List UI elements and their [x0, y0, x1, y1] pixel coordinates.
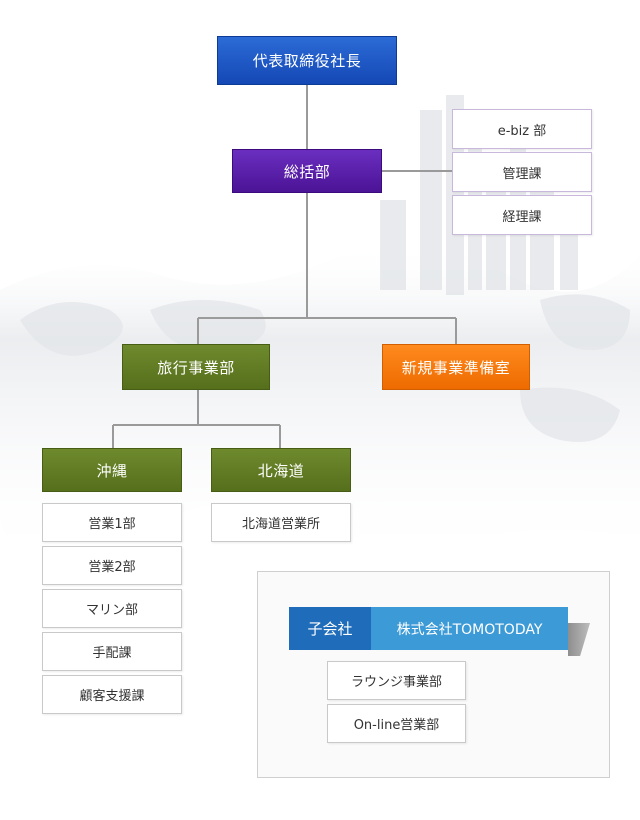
subsidiary-name: 株式会社TOMOTODAY	[396, 621, 543, 638]
okinawa-branch-label: 沖縄	[96, 461, 128, 480]
okinawa-subunit: 手配課	[42, 632, 182, 671]
travel-division-label: 旅行事業部	[157, 358, 235, 377]
subunit-label: 経理課	[502, 209, 542, 225]
general-affairs-subunit: 経理課	[452, 195, 592, 235]
subsidiary-subunit: ラウンジ事業部	[327, 661, 466, 700]
ceo-box: 代表取締役社長	[217, 36, 397, 85]
subunit-label: 営業2部	[88, 560, 136, 575]
okinawa-branch-box: 沖縄	[42, 448, 182, 492]
ceo-label: 代表取締役社長	[252, 52, 362, 70]
new-business-office-box: 新規事業準備室	[382, 344, 530, 390]
subunit-label: 顧客支援課	[79, 689, 145, 704]
general-affairs-subunit: 管理課	[452, 152, 592, 192]
okinawa-subunit: マリン部	[42, 589, 182, 628]
subsidiary-label-box: 子会社	[289, 607, 371, 650]
okinawa-subunit: 営業2部	[42, 546, 182, 585]
subunit-label: On-line営業部	[353, 718, 440, 733]
hokkaido-subunit: 北海道営業所	[211, 503, 351, 542]
subsidiary-name-box: 株式会社TOMOTODAY	[371, 607, 568, 650]
okinawa-subunit: 営業1部	[42, 503, 182, 542]
subsidiary-subunit: On-line営業部	[327, 704, 466, 743]
subunit-label: 手配課	[92, 646, 132, 661]
subunit-label: 北海道営業所	[241, 517, 320, 532]
subsidiary-label: 子会社	[307, 620, 353, 638]
general-affairs-label: 総括部	[283, 162, 331, 181]
general-affairs-subunit: e-biz 部	[452, 109, 592, 149]
new-business-office-label: 新規事業準備室	[401, 358, 511, 377]
hokkaido-branch-box: 北海道	[211, 448, 351, 492]
subunit-label: 管理課	[502, 166, 542, 182]
travel-division-box: 旅行事業部	[122, 344, 270, 390]
hokkaido-branch-label: 北海道	[257, 461, 305, 480]
okinawa-subunit: 顧客支援課	[42, 675, 182, 714]
subunit-label: e-biz 部	[497, 123, 547, 139]
subunit-label: 営業1部	[88, 517, 136, 532]
general-affairs-box: 総括部	[232, 149, 382, 193]
subunit-label: ラウンジ事業部	[350, 675, 442, 690]
subunit-label: マリン部	[85, 603, 138, 618]
